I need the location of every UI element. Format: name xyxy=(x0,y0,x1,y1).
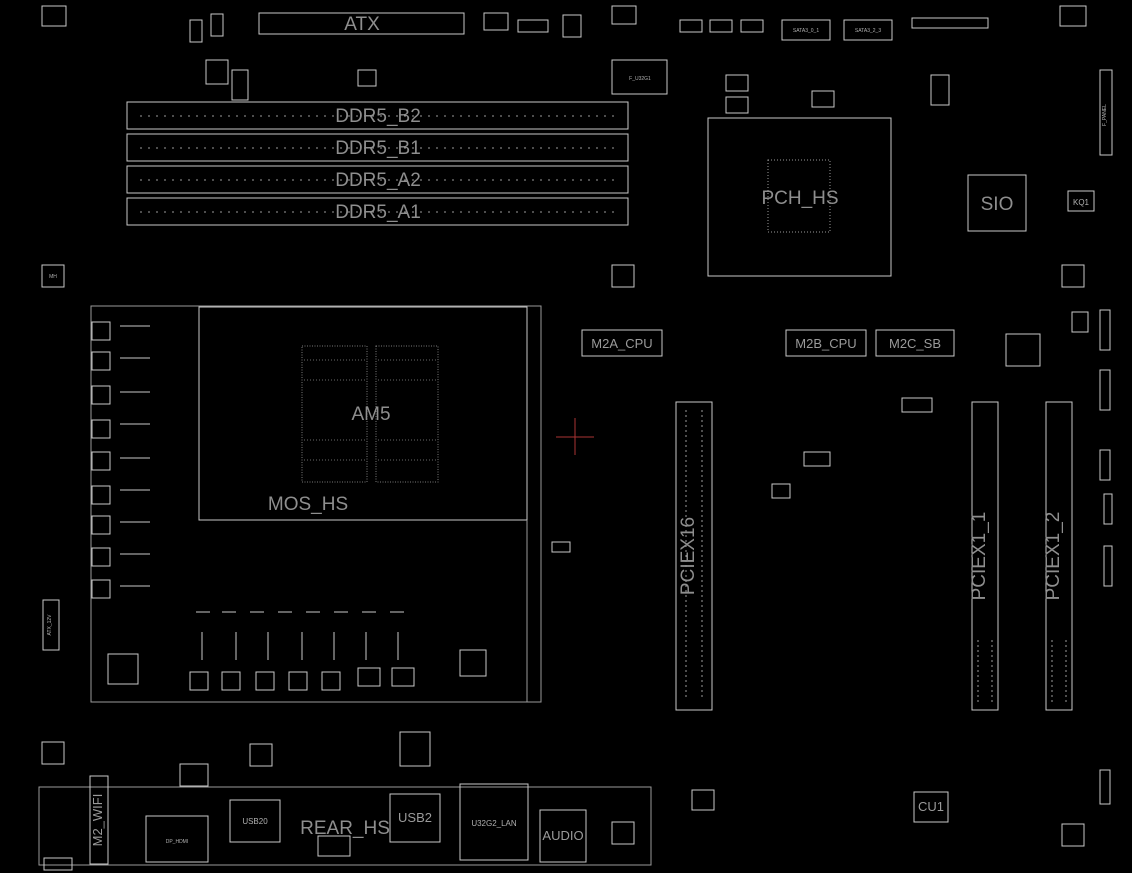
m2-wifi-slot[interactable]: M2_WIFI xyxy=(89,775,109,865)
kq1-part: KQ1 xyxy=(1067,190,1095,212)
m2-wifi-label: M2_WIFI xyxy=(90,794,105,847)
pciex16-label: PCIEX16 xyxy=(678,517,699,595)
mos-hs-label: MOS_HS xyxy=(268,494,348,515)
mh-label-1: MH xyxy=(49,274,57,280)
ddr5-slots[interactable]: DDR5_B2 DDR5_B1 DDR5_A2 DDR5_A1 xyxy=(126,101,629,226)
m2c-sb-label: M2C_SB xyxy=(889,336,941,351)
cursor-crosshair xyxy=(556,418,594,455)
rear-hs-label: REAR_HS xyxy=(300,818,390,839)
audio-label: AUDIO xyxy=(542,828,583,843)
top-small-parts xyxy=(41,5,1113,156)
pch-hs-label: PCH_HS xyxy=(761,188,838,209)
u32g2-lan-label: U32G2_LAN xyxy=(471,819,517,828)
usb2-label: USB2 xyxy=(398,810,432,825)
sio-chip[interactable]: SIO xyxy=(967,174,1027,232)
am5-socket[interactable]: AM5 xyxy=(301,345,439,483)
mos-heatsink[interactable]: MOS_HS xyxy=(90,305,542,703)
usb2-port[interactable]: USB2 xyxy=(389,793,441,843)
sata3-23-label: SATA3_2_3 xyxy=(855,28,881,34)
atx-12v-connector[interactable]: ATX_12V xyxy=(42,599,60,651)
cu1-label: CU1 xyxy=(918,799,944,814)
audio-port[interactable]: AUDIO xyxy=(539,809,587,863)
mounting-holes: MH xyxy=(41,264,1085,847)
m2b-cpu-slot[interactable]: M2B_CPU xyxy=(785,329,867,357)
u32g2-lan-port[interactable]: U32G2_LAN xyxy=(459,783,529,861)
sata-connectors[interactable]: SATA3_0_1 SATA3_2_3 xyxy=(781,19,893,41)
usb20-port[interactable]: USB20 xyxy=(229,799,281,843)
m2b-cpu-label: M2B_CPU xyxy=(795,336,856,351)
m2c-sb-slot[interactable]: M2C_SB xyxy=(875,329,955,357)
pciex16-slot[interactable]: PCIEX16 xyxy=(675,401,713,711)
pciex1-1-label: PCIEX1_1 xyxy=(969,512,990,601)
pciex1-2-label: PCIEX1_2 xyxy=(1043,512,1064,601)
atx-12v-label: ATX_12V xyxy=(47,614,53,636)
atx-label: ATX xyxy=(344,14,380,35)
f-u32g1-label: F_U32G1 xyxy=(629,76,651,82)
atx-connector[interactable]: ATX xyxy=(258,12,465,35)
ddr5-b2-label: DDR5_B2 xyxy=(335,106,421,127)
am5-label: AM5 xyxy=(351,404,390,425)
rear-small-parts xyxy=(43,731,431,871)
sio-label: SIO xyxy=(981,194,1014,215)
kq1-label: KQ1 xyxy=(1073,198,1090,207)
pch-heatsink[interactable]: PCH_HS xyxy=(707,117,892,277)
vrm-chokes xyxy=(91,321,487,691)
pciex1-1-slot[interactable]: PCIEX1_1 xyxy=(969,401,999,711)
ddr5-a2-label: DDR5_A2 xyxy=(335,170,421,191)
usb20-label: USB20 xyxy=(242,817,268,826)
sata3-01-label: SATA3_0_1 xyxy=(793,28,819,34)
f-panel-label: F_PANEL xyxy=(1102,104,1108,126)
cu1-chip[interactable]: CU1 xyxy=(913,791,949,823)
m2a-cpu-slot[interactable]: M2A_CPU xyxy=(581,329,663,357)
vrm-ticks xyxy=(120,325,404,660)
rear-io-heatsink[interactable]: REAR_HS xyxy=(38,786,652,866)
ddr5-a1-label: DDR5_A1 xyxy=(335,202,421,223)
dp-hdmi-port[interactable]: DP_HDMI xyxy=(145,815,209,863)
middle-components xyxy=(551,59,1113,811)
ddr5-b1-label: DDR5_B1 xyxy=(335,138,421,159)
pciex1-2-slot[interactable]: PCIEX1_2 xyxy=(1043,401,1073,711)
dp-hdmi-label: DP_HDMI xyxy=(166,839,189,845)
m2a-cpu-label: M2A_CPU xyxy=(591,336,652,351)
